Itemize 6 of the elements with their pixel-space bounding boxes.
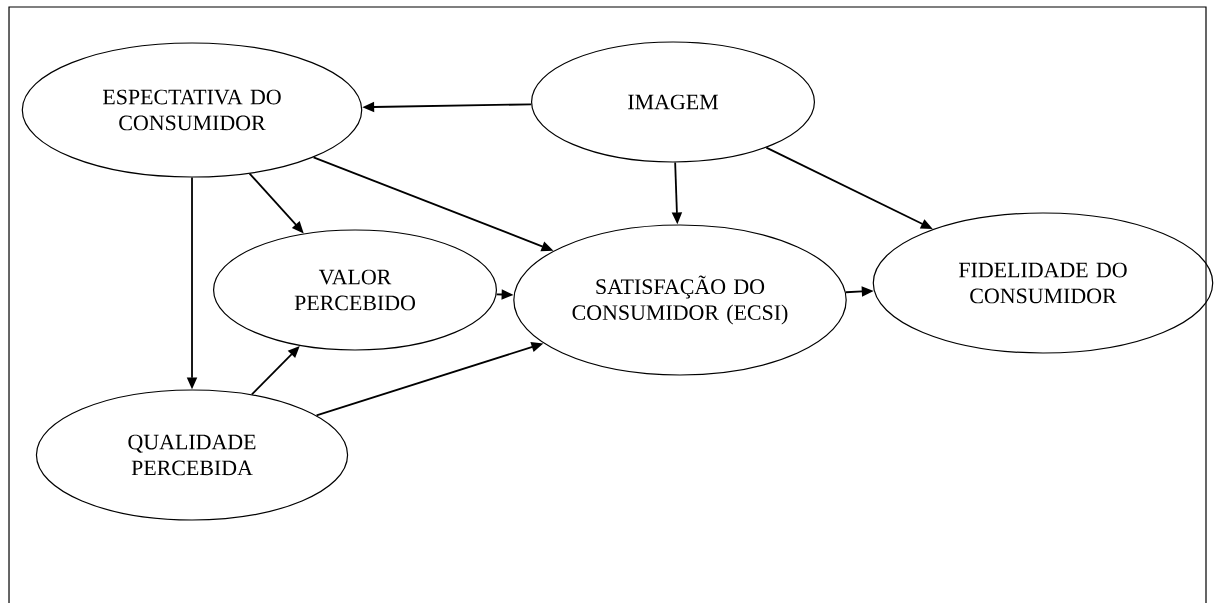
ellipse-node: SATISFAÇÃO DO CONSUMIDOR (ECSI) [513, 224, 847, 376]
ellipse-node: QUALIDADE PERCEBIDA [35, 389, 349, 521]
ellipse-node: VALOR PERCEBIDO [213, 229, 498, 351]
ellipse-node: IMAGEM [531, 41, 816, 163]
ellipse-node: FIDELIDADE DO CONSUMIDOR [872, 212, 1214, 354]
ellipse-node: ESPECTATIVA DO CONSUMIDOR [21, 42, 363, 178]
